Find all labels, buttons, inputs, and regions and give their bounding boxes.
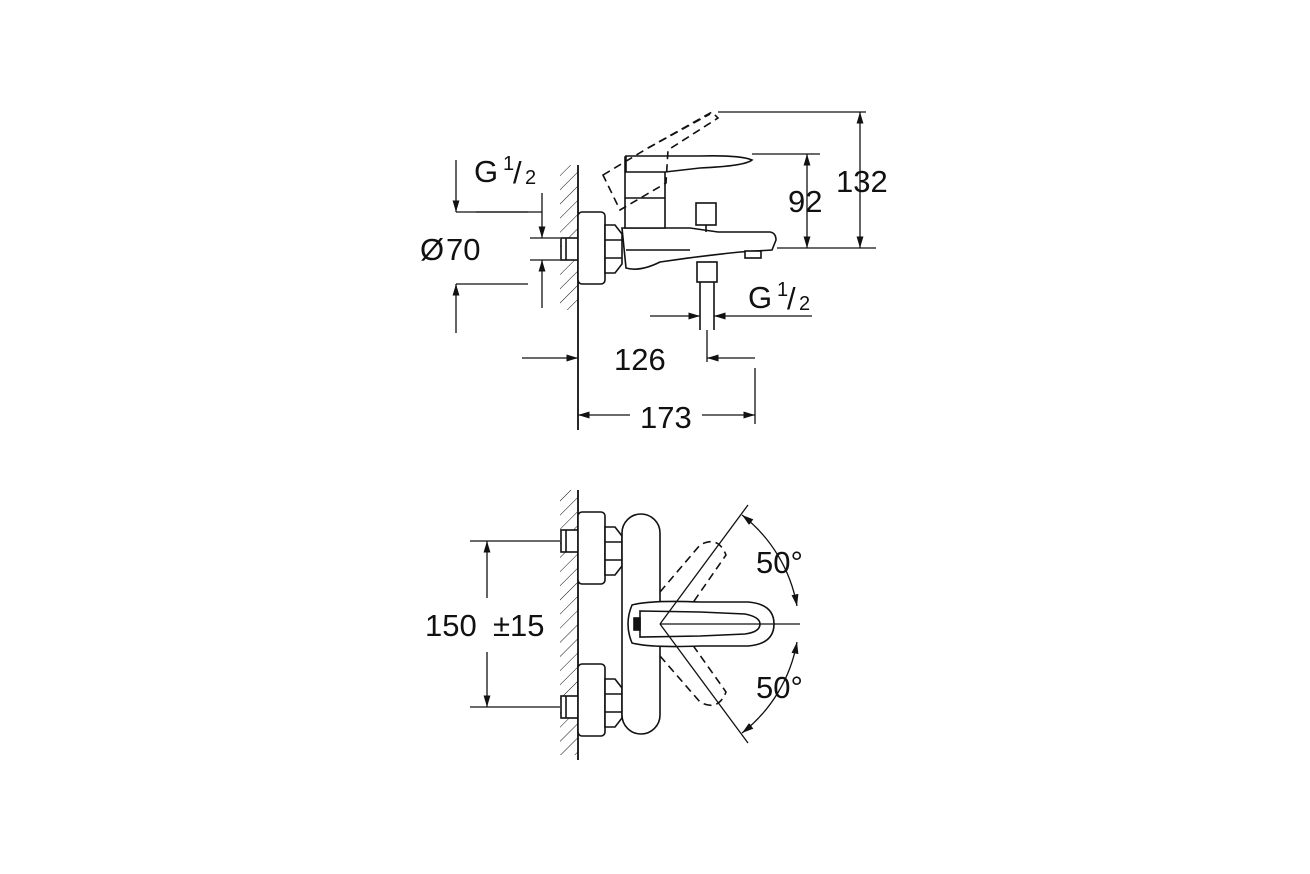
height-92-label: 92 <box>788 184 822 219</box>
thread-top-denominator: 2 <box>525 167 536 189</box>
thread-top-letter: G <box>474 154 498 189</box>
upper-flange <box>577 511 606 585</box>
center-distance-label: 150 <box>425 608 477 643</box>
thread-bottom-numerator: 1 <box>777 279 788 301</box>
upper-hex-nut <box>604 526 623 576</box>
diameter-value: 70 <box>446 232 480 267</box>
thread-top-numerator: 1 <box>503 153 514 175</box>
thread-bottom-letter: G <box>748 280 772 315</box>
thread-top-slash: / <box>513 155 522 190</box>
center-tolerance-label: ±15 <box>493 608 545 643</box>
side-dimensions <box>452 111 876 424</box>
lever-handle <box>625 155 754 173</box>
wall-hatch-front <box>560 490 578 755</box>
angle-bottom-label: 50° <box>756 670 803 705</box>
angle-top-label: 50° <box>756 545 803 580</box>
indicator-dot <box>633 617 641 631</box>
wall-flange <box>577 211 606 285</box>
thread-bottom-denominator: 2 <box>799 293 810 315</box>
lower-flange <box>577 663 606 737</box>
shower-outlet <box>696 261 718 283</box>
length-126-label: 126 <box>614 342 666 377</box>
thread-bottom-slash: / <box>787 281 796 316</box>
hex-nut <box>604 224 623 274</box>
front-dimensions <box>470 504 799 744</box>
length-173-label: 173 <box>640 400 692 435</box>
eccentric-fitting <box>560 237 579 261</box>
mixer-body <box>621 227 777 270</box>
aerator <box>744 250 762 259</box>
side-view <box>560 111 777 430</box>
front-view <box>560 490 800 760</box>
diameter-symbol: Ø <box>420 232 444 267</box>
lever-left-position <box>659 540 727 605</box>
height-132-label: 132 <box>836 164 888 199</box>
lever-right-position <box>659 643 727 707</box>
diverter-knob <box>695 202 717 226</box>
lower-hex-nut <box>604 678 623 728</box>
